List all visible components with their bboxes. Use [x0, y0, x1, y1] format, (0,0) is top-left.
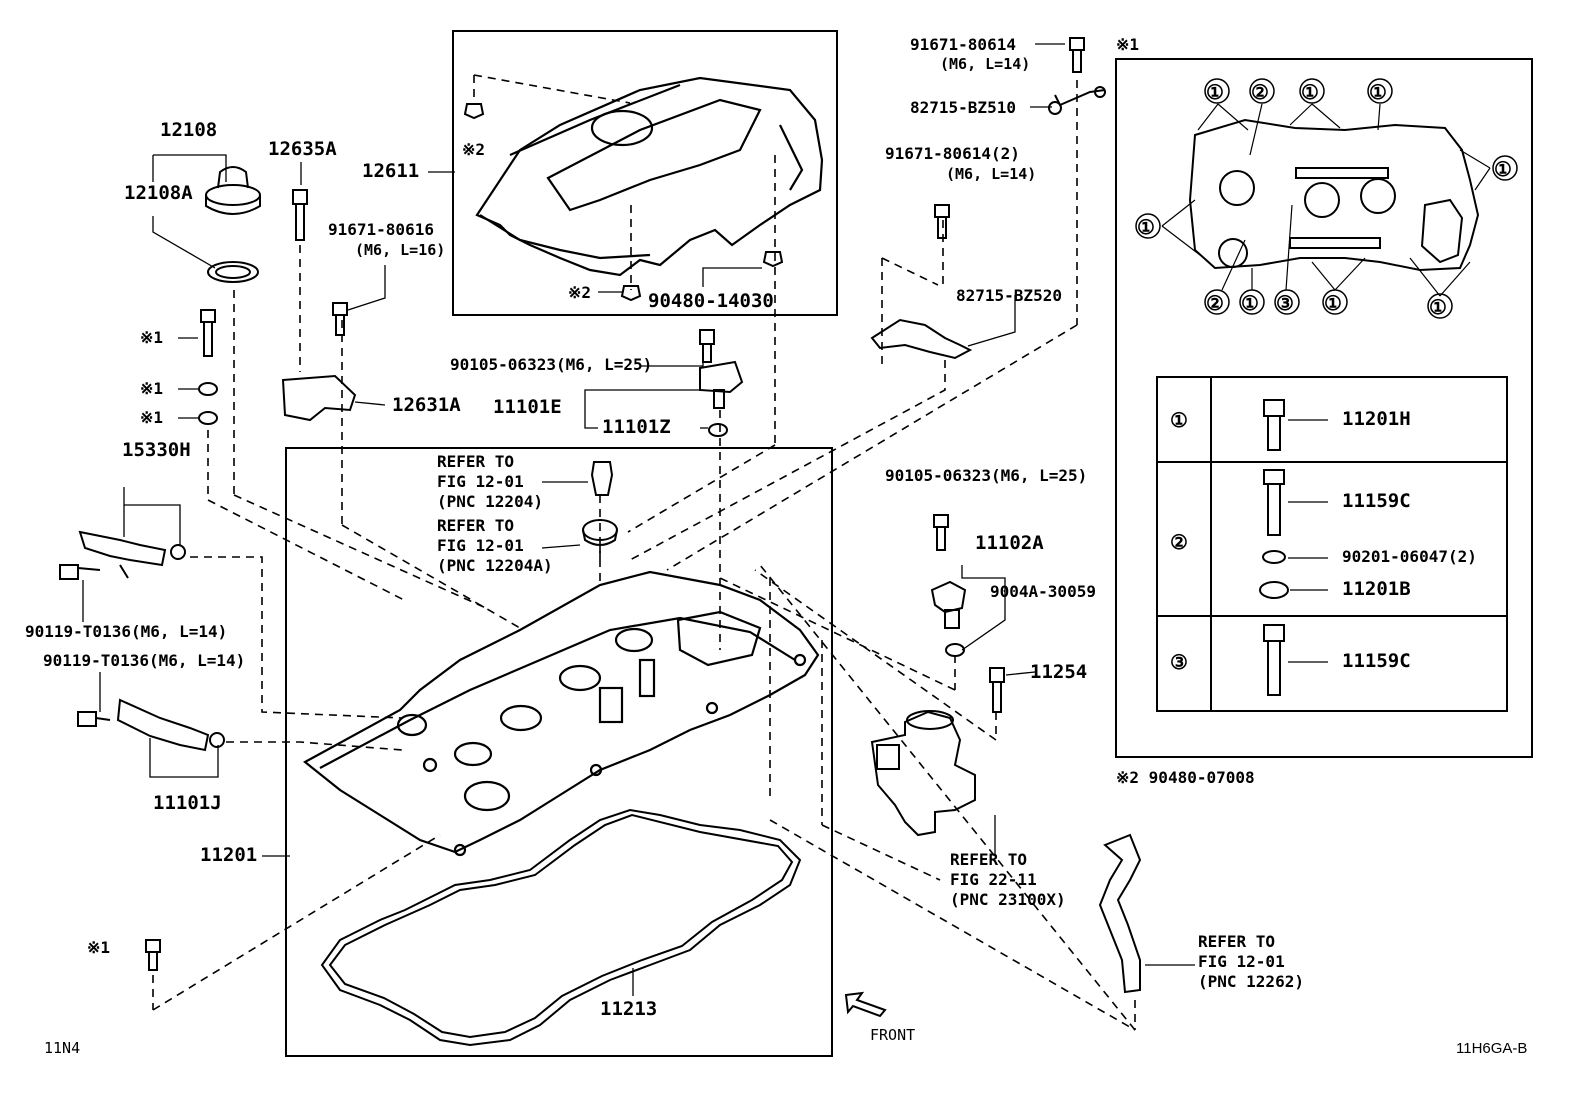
label-11101E: 11101E — [493, 396, 562, 418]
inset-leader-lines — [1161, 103, 1491, 297]
label-90105-06323-a: 90105-06323(M6, L=25) — [450, 355, 653, 374]
head-cover-gasket — [320, 808, 802, 1047]
label-15330H: 15330H — [122, 439, 191, 461]
table-part-11159C-a: 11159C — [1342, 490, 1411, 512]
oil-control-valves — [59, 530, 225, 752]
plugs-12204 — [582, 461, 618, 546]
bracket-12631a — [281, 374, 357, 422]
pcv-hose — [1098, 833, 1142, 994]
engine-cover — [475, 76, 824, 277]
note-2-mid: ※2 — [568, 283, 592, 302]
note-1-inset: ※1 — [1116, 35, 1140, 54]
cam-position-sensor — [699, 329, 744, 437]
table-key-1: ① — [1170, 408, 1188, 432]
note-2-footer: ※2 90480-07008 — [1116, 768, 1255, 787]
table-part-11201H: 11201H — [1342, 408, 1411, 430]
cylinder-head-cover — [303, 570, 820, 857]
label-91671-80616: 91671-80616 — [328, 220, 434, 239]
note-2-top: ※2 — [462, 140, 486, 159]
label-leader-lines — [82, 43, 1328, 996]
inset-callout-11: ① — [1429, 295, 1447, 319]
engine-cover-frame — [452, 30, 838, 316]
inset-callout-3: ① — [1301, 80, 1319, 104]
inset-callout-10: ① — [1324, 291, 1342, 315]
label-12631A: 12631A — [392, 394, 461, 416]
brackets-right — [870, 37, 1106, 360]
head-cover-frame — [285, 447, 833, 1057]
refer-pnc-12204: REFER TO FIG 12-01 (PNC 12204) — [437, 452, 543, 511]
label-90480-14030: 90480-14030 — [648, 290, 774, 312]
label-91671-80614-b: 91671-80614(2) — [885, 144, 1020, 163]
note-1-washer-b: ※1 — [140, 408, 164, 427]
refer-pnc-23100X: REFER TO FIG 22-11 (PNC 23100X) — [950, 850, 1066, 909]
oil-filler-cap — [205, 166, 261, 283]
label-91671-80614-a-spec: (M6, L=14) — [940, 55, 1031, 73]
inset-callout-7: ② — [1206, 291, 1224, 315]
label-91671-80614-a: 91671-80614 — [910, 35, 1016, 54]
table-bolt-drawings — [1259, 399, 1289, 696]
table-part-11201B: 11201B — [1342, 578, 1411, 600]
diagram-code-left: 11N4 — [44, 1039, 81, 1057]
note-1-bolt-lower: ※1 — [87, 938, 111, 957]
label-91671-80616-spec: (M6, L=16) — [355, 241, 446, 259]
front-label: FRONT — [870, 1026, 916, 1044]
label-12611: 12611 — [362, 160, 420, 182]
label-11102A: 11102A — [975, 532, 1044, 554]
label-12108A: 12108A — [124, 182, 193, 204]
inset-bolt-layout — [1188, 118, 1480, 272]
inset-callout-6: ① — [1137, 215, 1155, 239]
label-12108: 12108 — [160, 119, 218, 141]
label-11101J: 11101J — [153, 792, 222, 814]
label-91671-80614-b-spec: (M6, L=14) — [946, 165, 1037, 183]
inset-callout-4: ① — [1369, 80, 1387, 104]
fuel-pump — [870, 710, 976, 837]
label-11254: 11254 — [1030, 661, 1088, 683]
oil-control-valve-11102a — [930, 514, 1005, 713]
inset-frame — [1115, 58, 1533, 758]
inset-callout-8: ① — [1241, 291, 1259, 315]
front-arrow — [844, 991, 887, 1018]
inset-circle-rings — [1135, 78, 1518, 319]
label-90105-06323-b: 90105-06323(M6, L=25) — [885, 466, 1088, 485]
assembly-guide-lines — [152, 74, 1136, 1031]
bolts-left — [145, 189, 348, 971]
table-key-2: ② — [1170, 530, 1188, 554]
nuts — [463, 103, 784, 302]
label-82715-BZ520: 82715-BZ520 — [956, 286, 1062, 305]
label-11213: 11213 — [600, 998, 658, 1020]
label-11201: 11201 — [200, 844, 258, 866]
inset-callout-5: ① — [1494, 157, 1512, 181]
label-11101Z: 11101Z — [602, 416, 671, 438]
label-82715-BZ510: 82715-BZ510 — [910, 98, 1016, 117]
diagram-code-right: 11H6GA-B — [1456, 1040, 1528, 1057]
refer-pnc-12204A: REFER TO FIG 12-01 (PNC 12204A) — [437, 516, 553, 575]
inset-callout-1: ① — [1206, 80, 1224, 104]
label-12635A: 12635A — [268, 138, 337, 160]
label-9004A-30059: 9004A-30059 — [990, 582, 1096, 601]
table-part-11159C-b: 11159C — [1342, 650, 1411, 672]
table-part-90201-06047: 90201-06047(2) — [1342, 547, 1477, 566]
note-1-bolt: ※1 — [140, 328, 164, 347]
bolt-table — [1156, 376, 1508, 712]
inset-callout-9: ③ — [1276, 291, 1294, 315]
inset-callout-2: ② — [1251, 80, 1269, 104]
table-key-3: ③ — [1170, 650, 1188, 674]
label-90119-T0136-a: 90119-T0136(M6, L=14) — [25, 622, 228, 641]
label-90119-T0136-b: 90119-T0136(M6, L=14) — [43, 651, 246, 670]
refer-pnc-12262: REFER TO FIG 12-01 (PNC 12262) — [1198, 932, 1304, 991]
note-1-washer-a: ※1 — [140, 379, 164, 398]
